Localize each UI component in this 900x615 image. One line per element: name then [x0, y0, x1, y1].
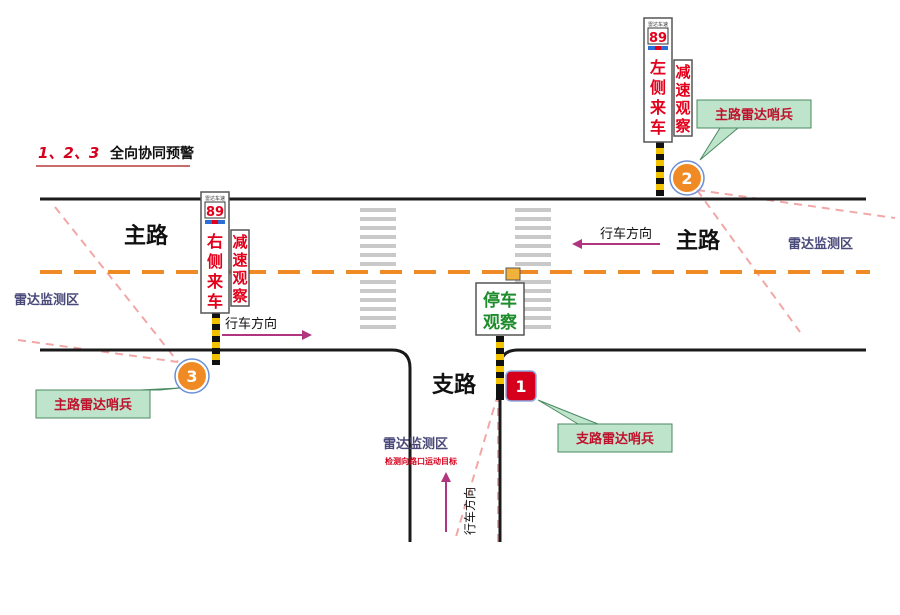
radar-zone-label-branch: 雷达监测区	[383, 436, 448, 452]
callout-3-text: 主路雷达哨兵	[54, 397, 132, 413]
badge-3-number: 3	[186, 367, 197, 386]
sign2-side-char-4: 察	[674, 117, 691, 135]
crosswalk-left	[360, 208, 396, 329]
callout-1-text: 支路雷达哨兵	[575, 431, 654, 447]
radar-sign-1: 停车 观察	[475, 267, 525, 400]
radar-zone-label-left: 雷达监测区	[14, 292, 79, 308]
sign3-main-char-4: 车	[207, 292, 223, 311]
crosswalk-right	[515, 208, 551, 329]
main-road-label-left: 主路	[124, 223, 169, 249]
sign2-header: 雷达车速	[648, 21, 668, 28]
sign3-speed: 89	[206, 205, 224, 220]
sign1-text-line2: 观察	[482, 312, 518, 333]
title-group: 1、2、3 全向协同预警	[36, 144, 194, 167]
sign3-header: 雷达车速	[205, 195, 225, 202]
callout-2-text: 主路雷达哨兵	[715, 107, 793, 123]
title-text: 全向协同预警	[109, 145, 194, 162]
direction-label-main-top: 行车方向	[600, 226, 652, 242]
sign2-pole	[656, 142, 664, 196]
zone3-edge-upper	[54, 206, 179, 363]
sign3-side-char-2: 速	[232, 251, 247, 269]
sign2-main-char-1: 左	[649, 58, 666, 77]
sign3-side-char-4: 察	[231, 287, 248, 305]
radar-zone-lines	[17, 189, 896, 545]
badge-2-number: 2	[681, 169, 692, 188]
sign2-main-char-3: 来	[649, 98, 667, 117]
sign2-speed: 89	[649, 31, 667, 46]
main-road-bottom-left-edge	[40, 348, 412, 542]
sign1-radar-box	[505, 267, 521, 281]
direction-label-branch: 行车方向	[462, 487, 477, 535]
road-edges	[40, 197, 866, 542]
title-numbers: 1、2、3	[38, 144, 99, 162]
callout-2: 主路雷达哨兵	[696, 99, 812, 161]
main-road-label-right: 主路	[676, 228, 721, 254]
sign2-side-char-3: 观	[675, 99, 690, 117]
callout-1: 支路雷达哨兵	[537, 399, 673, 453]
callout-3: 主路雷达哨兵	[35, 387, 181, 419]
sign2-main-char-4: 车	[650, 118, 666, 137]
direction-label-main-bottom: 行车方向	[225, 316, 277, 332]
sign3-main-char-1: 右	[207, 232, 223, 251]
sign2-main-char-2: 侧	[650, 78, 666, 97]
zone2-edge-upper	[696, 189, 896, 219]
zone1-edge-left	[454, 393, 499, 541]
badge-3: 3	[174, 358, 210, 394]
sign2-side-panel	[673, 59, 693, 137]
badge-1-number: 1	[515, 377, 526, 396]
badge-2: 2	[669, 160, 705, 196]
sign3-side-char-3: 观	[232, 269, 247, 287]
radar-zone-note-branch: 检测向路口运动目标	[385, 456, 457, 466]
radar-sign-2: 雷达车速 89 左 侧 来 车 减 速 观 察	[643, 17, 693, 196]
badge-1: 1	[505, 370, 537, 402]
zone2-edge-lower	[696, 189, 801, 333]
sign3-main-char-3: 来	[206, 272, 224, 291]
sign1-text-line1: 停车	[483, 290, 517, 311]
sign3-side-char-1: 减	[232, 233, 247, 251]
sign3-pole	[212, 313, 220, 365]
radar-zone-label-right: 雷达监测区	[788, 236, 853, 252]
main-road-bottom-right-edge	[498, 348, 866, 542]
branch-road-label: 支路	[432, 372, 477, 398]
radar-sign-3: 雷达车速 89 右 侧 来 车 减 速 观 察	[200, 191, 250, 365]
sign2-side-char-2: 速	[675, 81, 690, 99]
sign3-main-char-2: 侧	[207, 252, 223, 271]
sign2-side-char-1: 减	[675, 63, 690, 81]
sign3-side-panel	[230, 229, 250, 307]
sign1-panel	[475, 282, 525, 336]
